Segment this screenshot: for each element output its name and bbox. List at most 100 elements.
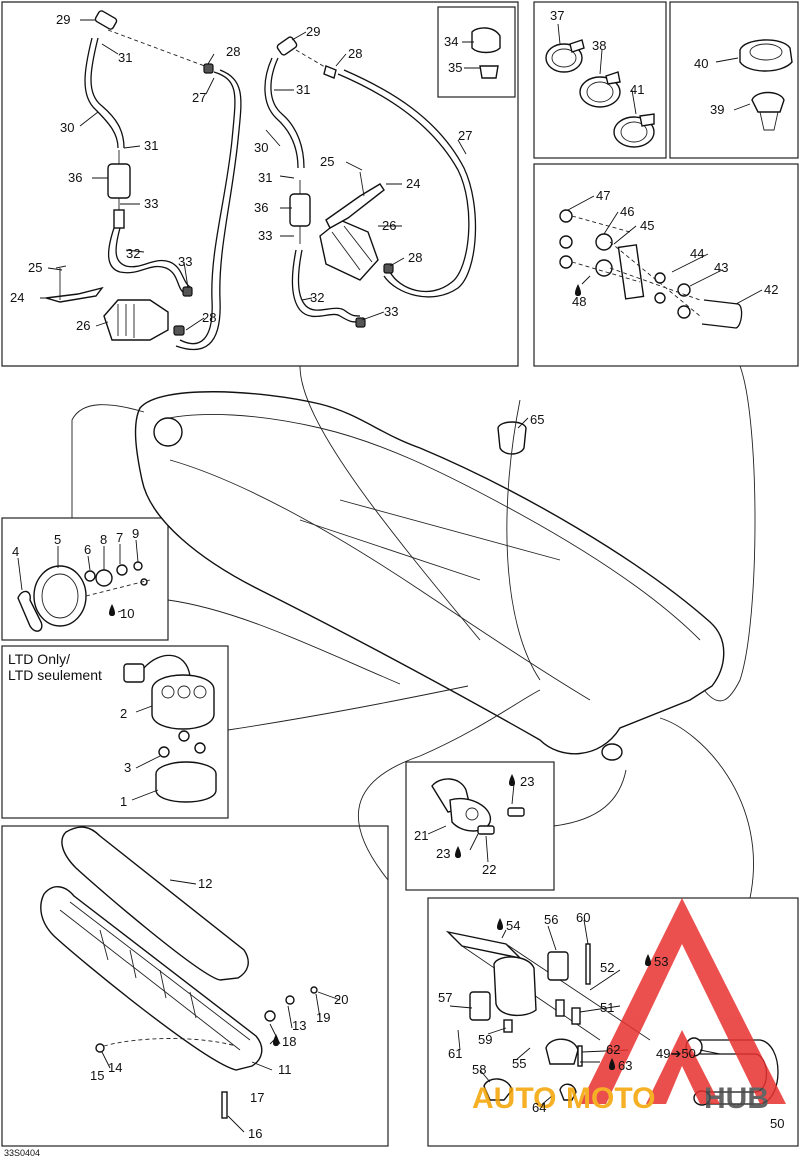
callout-29: 29 <box>306 24 320 39</box>
drop-icon <box>273 1034 279 1046</box>
storage-lid <box>40 826 318 1119</box>
box-bolts <box>533 163 799 367</box>
callout-32: 32 <box>126 246 140 261</box>
callout-15: 15 <box>90 1068 104 1083</box>
callout-6: 6 <box>84 542 91 557</box>
callout-13: 13 <box>292 1018 306 1033</box>
watermark-auto: AUTO <box>472 1082 556 1115</box>
callout-30: 30 <box>254 140 268 155</box>
callout-33: 33 <box>178 254 192 269</box>
callout-50: 50 <box>770 1116 784 1131</box>
drop-icon <box>109 604 115 616</box>
callout-9: 9 <box>132 526 139 541</box>
drawing-code: 33S0404 <box>4 1148 40 1158</box>
callout-43: 43 <box>714 260 728 275</box>
callout-26: 26 <box>382 218 396 233</box>
box-hatch-ring <box>1 517 169 641</box>
callout-28: 28 <box>202 310 216 325</box>
watermark-inner-triangle <box>646 1030 720 1104</box>
callout-31: 31 <box>258 170 272 185</box>
callout-2: 2 <box>120 706 127 721</box>
callout-3: 3 <box>124 760 131 775</box>
connector-lines <box>71 365 756 899</box>
callout-31: 31 <box>118 50 132 65</box>
callout-31: 31 <box>296 82 310 97</box>
callout-18: 18 <box>282 1034 296 1049</box>
callout-29: 29 <box>56 12 70 27</box>
drop-icon <box>455 846 461 858</box>
callout-52: 52 <box>600 960 614 975</box>
drop-icon <box>497 918 503 930</box>
hull <box>134 391 725 761</box>
callout-32: 32 <box>310 290 324 305</box>
callout-47: 47 <box>596 188 610 203</box>
callout-24: 24 <box>10 290 24 305</box>
callouts: 29 31 28 27 30 31 36 33 32 33 25 24 26 2… <box>10 8 784 1141</box>
fastener-39-40 <box>739 39 793 131</box>
callout-16: 16 <box>248 1126 262 1141</box>
box-fuel-lines <box>1 1 519 367</box>
hatch-ring <box>17 561 151 632</box>
callout-25: 25 <box>28 260 42 275</box>
callout-63: 63 <box>618 1058 632 1073</box>
threadlocker-drop-icons <box>109 284 651 1070</box>
callout-44: 44 <box>690 246 704 261</box>
callout-61: 61 <box>448 1046 462 1061</box>
callout-28: 28 <box>226 44 240 59</box>
ltd-speaker <box>123 654 217 803</box>
fuel-line-left <box>45 10 242 351</box>
callout-58: 58 <box>472 1062 486 1077</box>
drop-icon <box>645 954 651 966</box>
callout-41: 41 <box>630 82 644 97</box>
callout-31: 31 <box>144 138 158 153</box>
bolt-set <box>559 209 743 329</box>
callout-23: 23 <box>520 774 534 789</box>
callout-42: 42 <box>764 282 778 297</box>
callout-27: 27 <box>458 128 472 143</box>
callout-1: 1 <box>120 794 127 809</box>
callout-35: 35 <box>448 60 462 75</box>
callout-19: 19 <box>316 1010 330 1025</box>
callout-33: 33 <box>144 196 158 211</box>
watermark-triangle <box>580 898 786 1104</box>
callout-5: 5 <box>54 532 61 547</box>
callout-60: 60 <box>576 910 590 925</box>
callout-28: 28 <box>348 46 362 61</box>
hose-clamps <box>545 39 655 148</box>
callout-62: 62 <box>606 1042 620 1057</box>
callout-12: 12 <box>198 876 212 891</box>
drop-icon <box>509 774 515 786</box>
callout-45: 45 <box>640 218 654 233</box>
callout-11: 11 <box>278 1062 292 1077</box>
callout-10: 10 <box>120 606 134 621</box>
callout-49-50: 49➔50 <box>656 1046 696 1061</box>
leader-lines <box>17 19 763 1133</box>
callout-56: 56 <box>544 912 558 927</box>
callout-54: 54 <box>506 918 520 933</box>
box-ltd <box>1 645 229 819</box>
box-tow-eye <box>427 897 799 1147</box>
callout-23: 23 <box>436 846 450 861</box>
callout-36: 36 <box>254 200 268 215</box>
callout-55: 55 <box>512 1056 526 1071</box>
callout-4: 4 <box>12 544 19 559</box>
callout-14: 14 <box>108 1060 122 1075</box>
callout-27: 27 <box>192 90 206 105</box>
automotohub-watermark: AUTO MOTO HUB <box>472 898 786 1115</box>
callout-25: 25 <box>320 154 334 169</box>
callout-22: 22 <box>482 862 496 877</box>
callout-46: 46 <box>620 204 634 219</box>
callout-51: 51 <box>600 1000 614 1015</box>
callout-28: 28 <box>408 250 422 265</box>
callout-36: 36 <box>68 170 82 185</box>
callout-39: 39 <box>710 102 724 117</box>
box-clamps <box>533 1 667 159</box>
callout-7: 7 <box>116 530 123 545</box>
watermark-hub: HUB <box>704 1082 769 1115</box>
ltd-title-line1: LTD Only/ <box>8 651 70 667</box>
drop-icon <box>609 1058 615 1070</box>
ltd-title-line2: LTD seulement <box>8 667 102 683</box>
callout-65: 65 <box>530 412 544 427</box>
box-storage-lid <box>1 825 389 1147</box>
